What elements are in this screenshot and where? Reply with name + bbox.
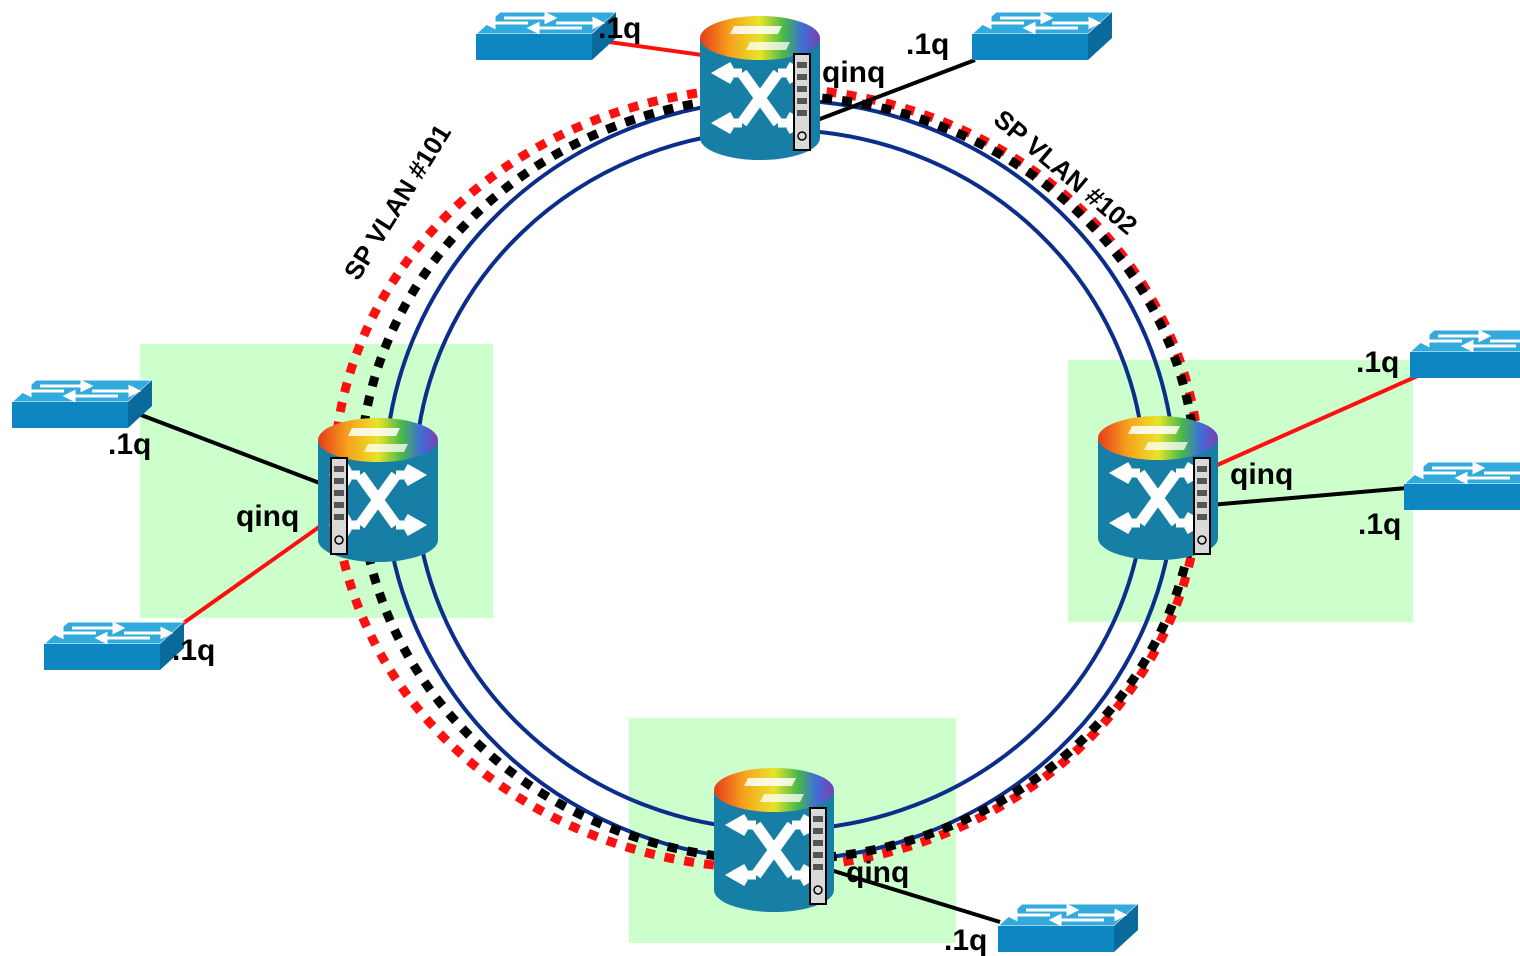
link-left-top-switch	[127, 408, 339, 492]
label-right-qinq: qinq	[1230, 458, 1293, 491]
label-bottom-qinq: qinq	[846, 856, 909, 889]
label-top-right-dot1q: .1q	[906, 28, 949, 61]
label-top-left-dot1q: .1q	[598, 12, 641, 45]
label-left-top-dot1q: .1q	[108, 428, 151, 461]
customer-switch-left-top[interactable]	[10, 378, 154, 430]
link-right-top-switch	[1205, 372, 1423, 472]
customer-switch-left-bottom[interactable]	[42, 620, 186, 672]
router-left-port-card	[330, 457, 348, 555]
label-right-top-dot1q: .1q	[1356, 346, 1399, 379]
label-left-bottom-dot1q: .1q	[172, 634, 215, 667]
customer-switch-bottom[interactable]	[996, 902, 1140, 954]
customer-switch-top-right[interactable]	[970, 10, 1114, 62]
label-bottom-dot1q: .1q	[944, 924, 987, 956]
customer-switch-top-left[interactable]	[474, 10, 618, 62]
router-right-port-card	[1193, 457, 1211, 555]
link-top-right-switch	[811, 58, 976, 124]
link-left-bottom-switch	[166, 513, 338, 636]
link-bottom-switch	[823, 866, 1001, 924]
label-top-qinq: qinq	[822, 56, 885, 89]
label-right-bottom-dot1q: .1q	[1358, 508, 1401, 541]
router-top-port-card	[793, 53, 811, 151]
customer-switch-right-top[interactable]	[1408, 328, 1520, 380]
router-bottom-port-card	[809, 807, 827, 905]
label-left-qinq: qinq	[236, 500, 299, 533]
link-right-bottom-switch	[1209, 486, 1408, 507]
customer-switch-right-bottom[interactable]	[1402, 460, 1520, 512]
